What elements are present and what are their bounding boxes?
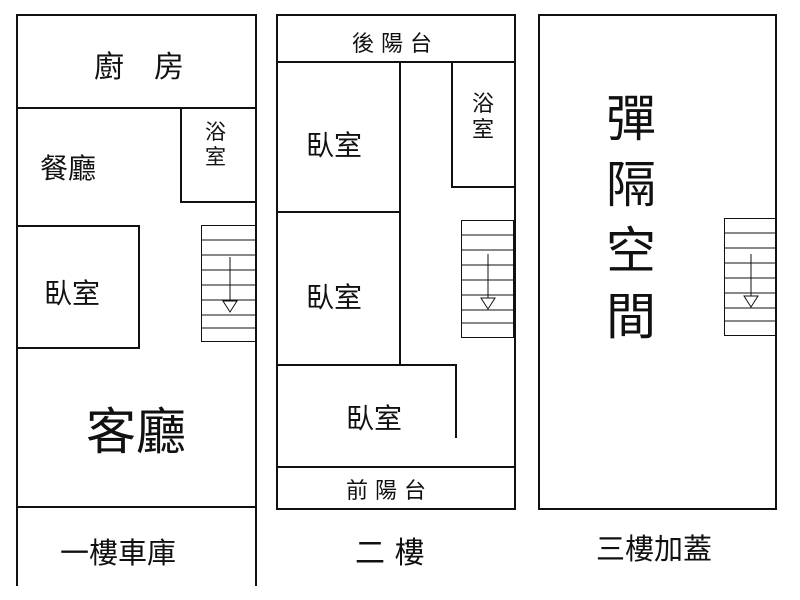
floor2-bedroom-divider xyxy=(276,211,401,213)
floor3-space-char-1: 彈 xyxy=(606,90,656,148)
floor2-bedroom-c-wall-right xyxy=(455,364,457,438)
floor1-bedroom-wall-right xyxy=(138,225,140,349)
floor3-space-label: 彈 隔 空 間 xyxy=(606,86,656,350)
floor2-bath-wall-left xyxy=(451,61,453,188)
floor2-caption: 二 樓 xyxy=(355,536,425,571)
floor2-bedroom-b-label: 臥室 xyxy=(306,281,363,314)
floor1-bath-wall-bottom xyxy=(180,201,257,203)
floor1-stairs-icon xyxy=(201,225,257,342)
floor1-kitchen-divider xyxy=(16,107,257,109)
floor2-stairs-icon xyxy=(461,220,514,338)
floor1-caption: 一樓車庫 xyxy=(60,536,177,570)
floor2-wall-left xyxy=(276,14,278,510)
floor3-wall-top xyxy=(538,14,777,16)
floor2-front-balcony-label: 前 陽 台 xyxy=(346,479,426,504)
floor1-bath-wall-left xyxy=(180,107,182,203)
floor2-bedroom-c-label: 臥室 xyxy=(346,402,403,435)
floor1-bath-label: 浴 室 xyxy=(205,120,226,170)
floor1-wall-left xyxy=(16,14,18,586)
floor3-wall-left xyxy=(538,14,540,510)
floor2-wall-right xyxy=(514,14,516,510)
floor2-bath-char-1: 浴 xyxy=(472,92,495,117)
floor1-dining-label: 餐廳 xyxy=(40,152,97,185)
floor3-caption: 三樓加蓋 xyxy=(596,532,713,566)
floor1-wall-top xyxy=(16,14,257,16)
floor2-back-balcony-label: 後 陽 台 xyxy=(352,32,432,57)
floor2-bath-char-2: 室 xyxy=(472,117,495,143)
floor1-bath-char-2: 室 xyxy=(205,144,226,169)
floor3-space-char-3: 空 xyxy=(606,222,656,280)
floor1-bedroom-wall-bottom xyxy=(16,347,140,349)
floor1-garage-divider xyxy=(16,506,257,508)
floor1-kitchen-label: 廚 房 xyxy=(94,50,184,85)
floor3-space-char-2: 隔 xyxy=(606,156,656,214)
floor2-bedroom-c-wall-top xyxy=(276,364,457,366)
floor2-wall-top xyxy=(276,14,516,16)
floor1-bedroom-label: 臥室 xyxy=(44,277,101,310)
floor2-front-balcony-divider xyxy=(276,466,516,468)
floor1-bedroom-wall-top xyxy=(16,225,140,227)
floor2-bedroom-a-label: 臥室 xyxy=(306,129,363,162)
floor1-living-label: 客廳 xyxy=(86,403,186,461)
floor2-bath-label: 浴 室 xyxy=(472,92,494,144)
floor2-bath-wall-bottom xyxy=(451,186,516,188)
floor2-back-balcony-divider xyxy=(276,61,516,63)
floor2-wall-bottom xyxy=(276,508,516,510)
floor1-bath-char-1: 浴 xyxy=(205,120,226,144)
floor3-stairs-icon xyxy=(724,218,777,336)
floor3-wall-bottom xyxy=(538,508,777,510)
floor3-space-char-4: 間 xyxy=(606,288,656,346)
